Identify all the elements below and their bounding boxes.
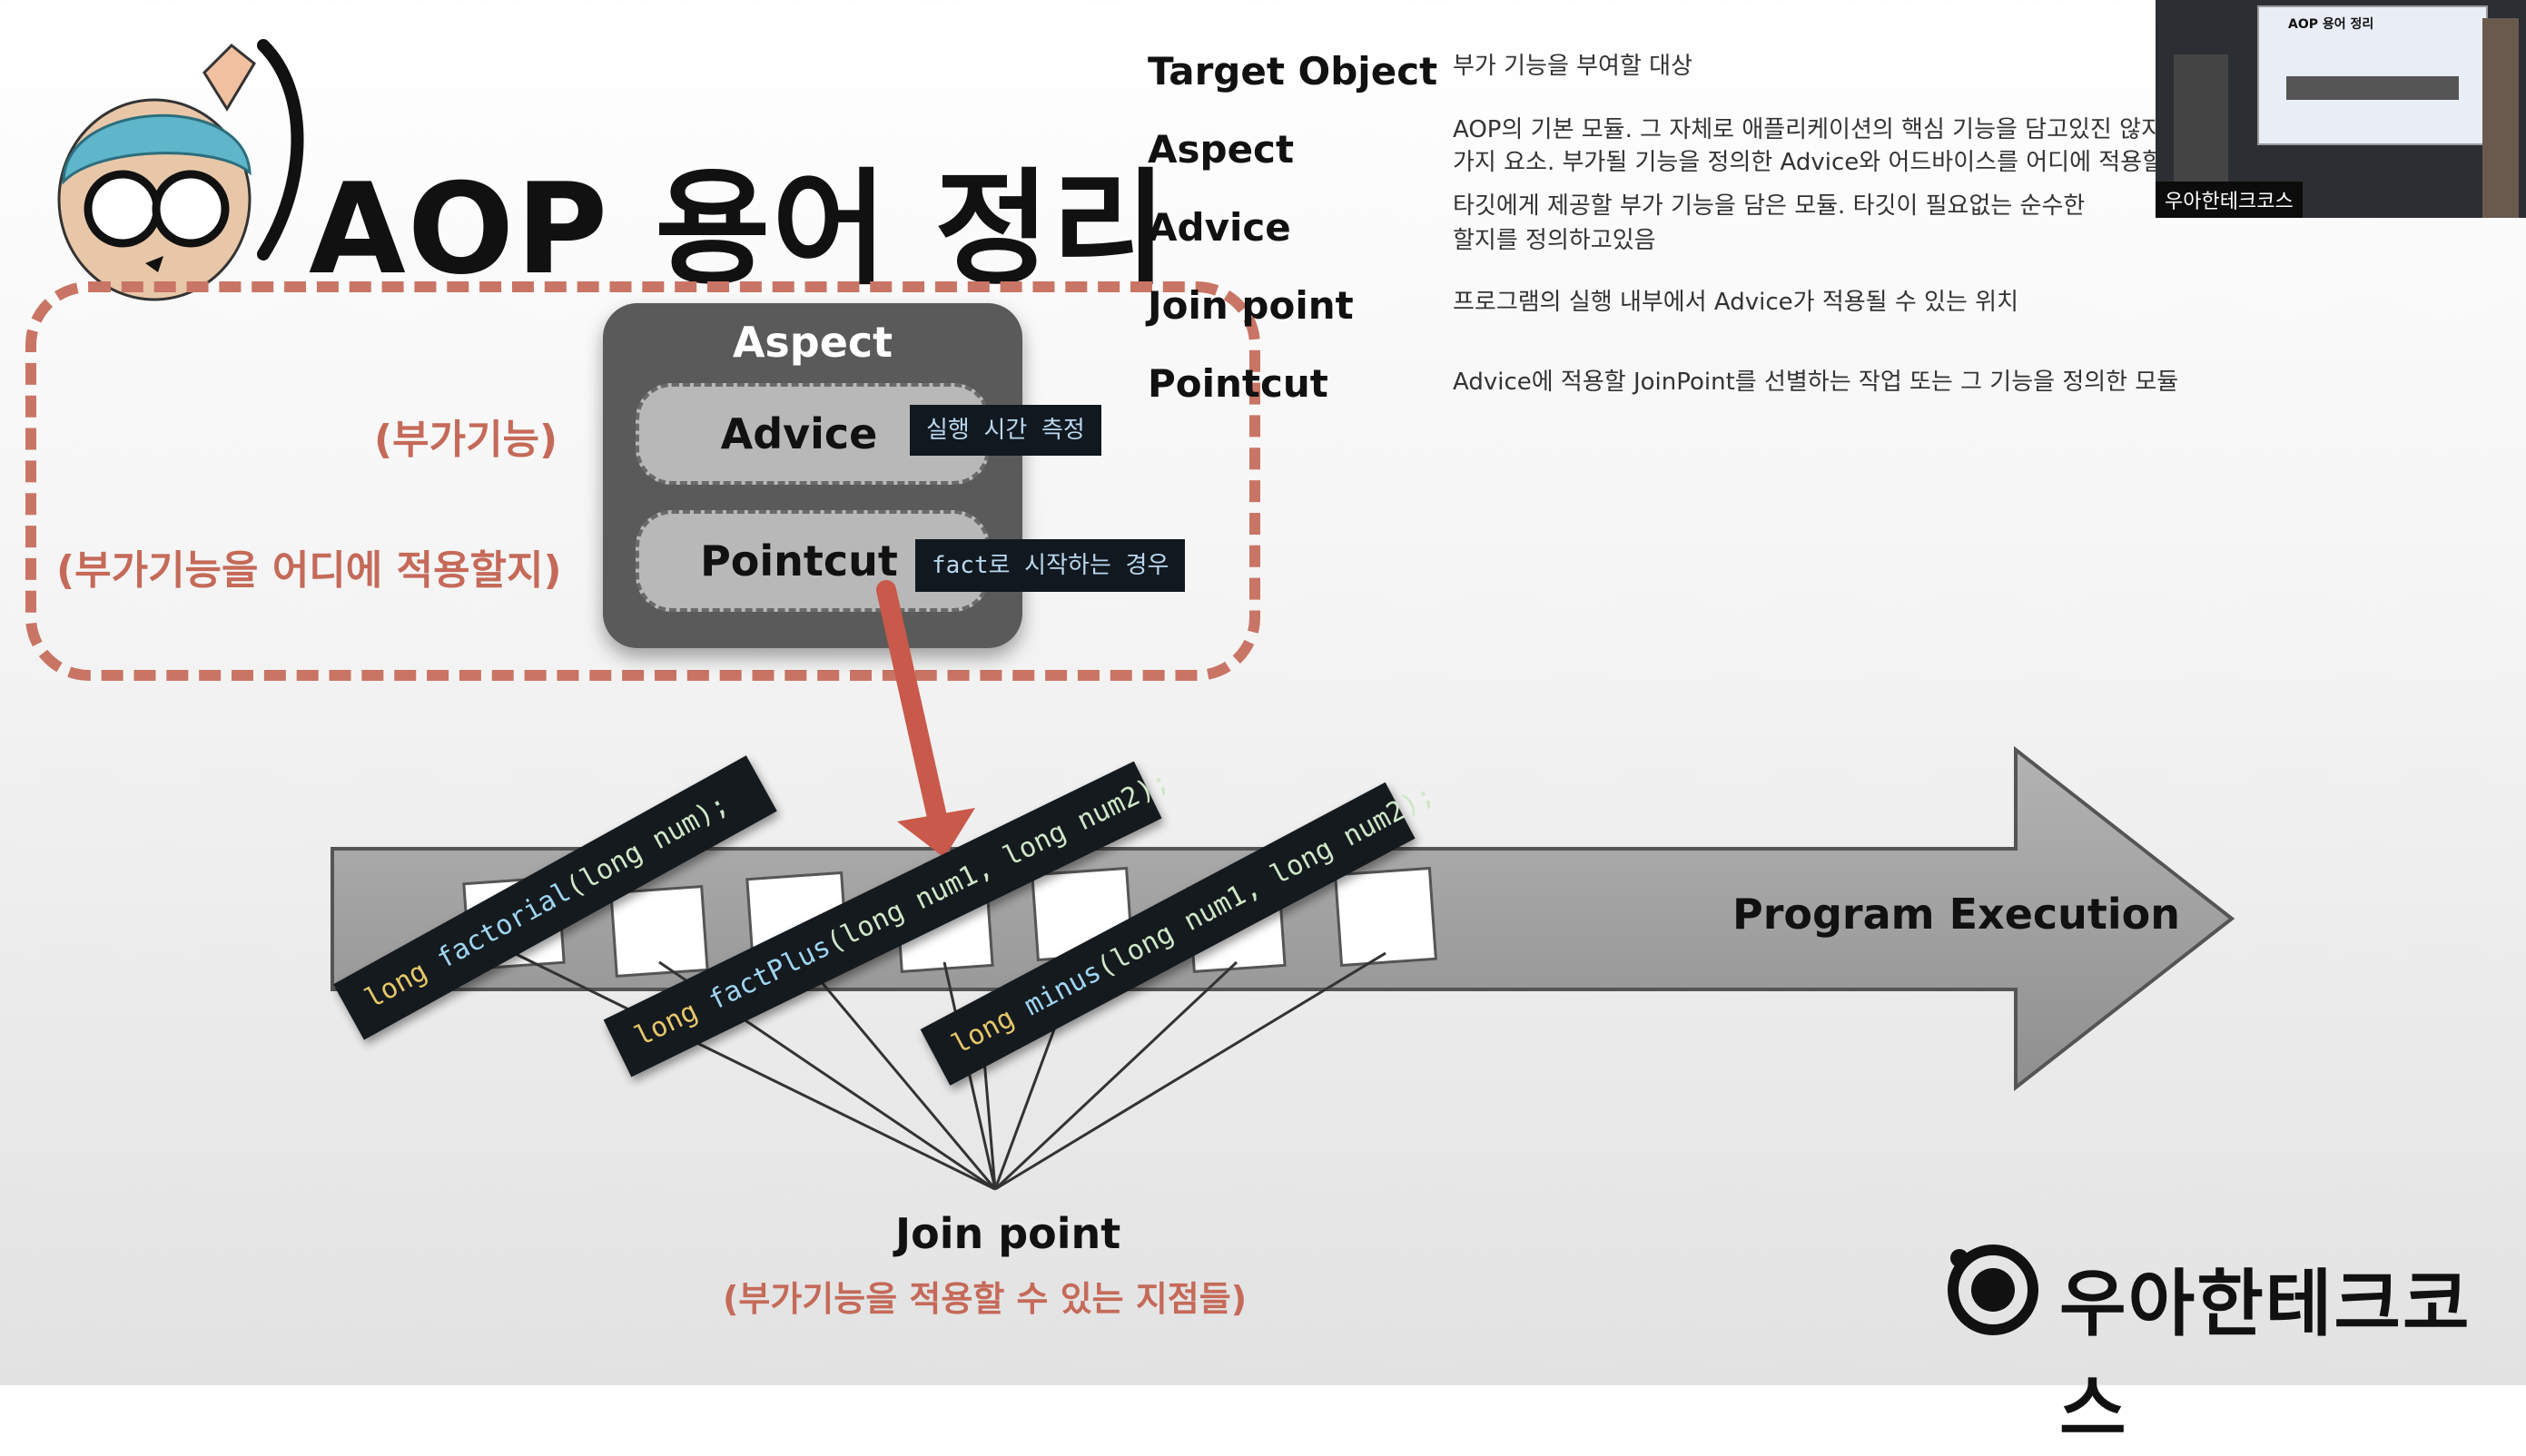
- term-pointcut: Pointcut: [1148, 361, 1328, 406]
- aspect-panel-title: Aspect: [732, 318, 893, 367]
- execution-diagram: [331, 580, 2235, 1191]
- term-aspect: Aspect: [1148, 127, 1295, 172]
- term-join-point: Join point: [1148, 283, 1354, 328]
- def-aspect-line1: AOP의 기본 모듈. 그 자체로 애플리케이션의 핵심 기능을 담고있진 않지: [1453, 116, 2163, 143]
- aspect-dashed-group: [25, 281, 1260, 681]
- advice-tag: 실행 시간 측정: [910, 405, 1101, 456]
- join-point-label: Join point: [895, 1209, 1121, 1258]
- mascot-illustration: [57, 39, 304, 301]
- slide-title: AOP 용어 정리: [309, 156, 1169, 302]
- pointcut-tag: fact로 시작하는 경우: [915, 539, 1186, 592]
- brand-logo-icon: [1948, 1244, 2038, 1335]
- webcam-badge: 우아한테크코스: [2156, 182, 2303, 218]
- webcam-slide-title: AOP 용어 정리: [2288, 17, 2374, 32]
- def-join-point: 프로그램의 실행 내부에서 Advice가 적용될 수 있는 위치: [1453, 289, 2018, 316]
- def-advice-line2: 할지를 정의하고있음: [1453, 227, 1656, 254]
- def-aspect-line2: 가지 요소. 부가될 기능을 정의한 Advice와 어드바이스를 어디에 적용…: [1453, 149, 2165, 176]
- def-target-object: 부가 기능을 부여할 대상: [1453, 53, 1692, 80]
- program-execution-label: Program Execution: [1732, 890, 2181, 939]
- term-advice: Advice: [1148, 205, 1291, 250]
- webcam-slide-thumbnail: AOP 용어 정리: [2257, 5, 2488, 145]
- join-point-sub-label: (부가기능을 적용할 수 있는 지점들): [723, 1279, 1248, 1319]
- def-advice-line1: 타깃에게 제공할 부가 기능을 담은 모듈. 타깃이 필요없는 순수한: [1453, 192, 2086, 220]
- additional-feature-label: (부가기능): [374, 417, 558, 463]
- brand-name: 우아한테크코스: [2059, 1262, 2472, 1451]
- def-pointcut: Advice에 적용할 JoinPoint를 선별하는 작업 또는 그 기능을 …: [1453, 369, 2179, 396]
- pointcut-pointer-arrow: [876, 580, 947, 827]
- where-to-apply-label: (부가기능을 어디에 적용할지): [56, 547, 562, 594]
- term-target-object: Target Object: [1148, 49, 1438, 93]
